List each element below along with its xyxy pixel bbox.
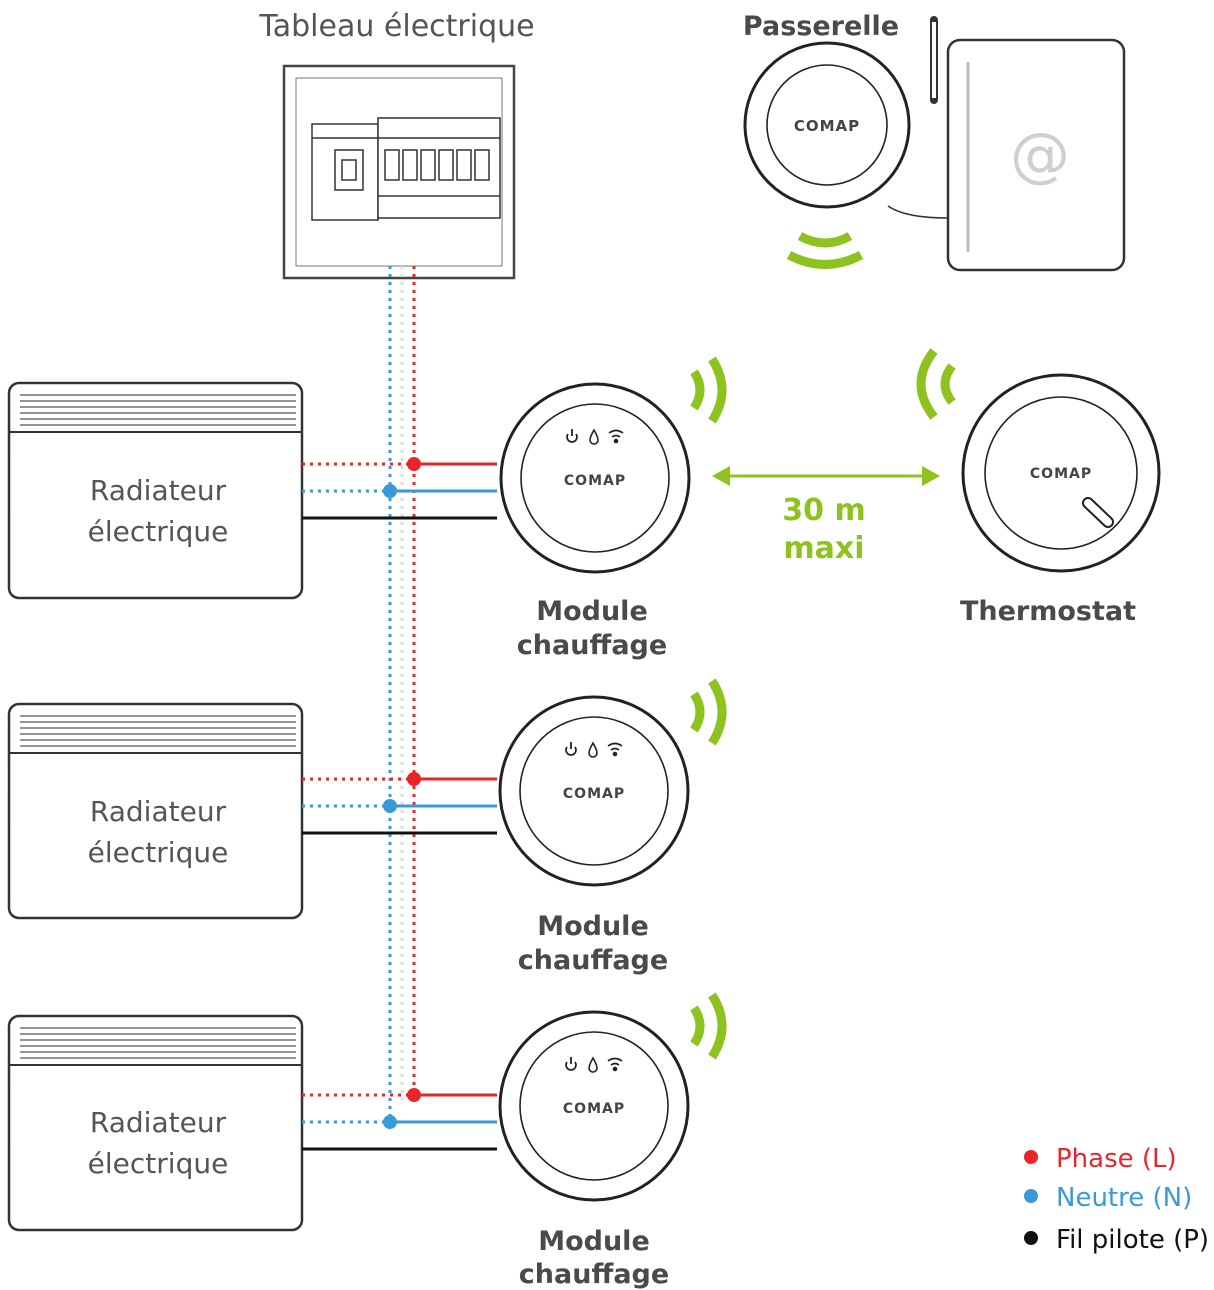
radiator-label: électrique	[88, 1147, 229, 1180]
panel-label: Tableau électrique	[258, 9, 534, 44]
heating-module: COMAP Module chauffage	[499, 356, 727, 661]
module-label: Module	[537, 911, 649, 942]
wifi-icon	[608, 429, 624, 444]
wireless-signal-icon	[690, 356, 727, 424]
wireless-signal-icon	[916, 348, 956, 420]
neutre-junction	[383, 1115, 397, 1129]
radiator-label: Radiateur	[90, 1106, 227, 1139]
legend-phase-label: Phase (L)	[1056, 1144, 1177, 1174]
dial-knob-icon	[1082, 497, 1114, 528]
module-label: chauffage	[517, 630, 667, 661]
phase-junction	[407, 457, 421, 471]
module-brand: COMAP	[563, 786, 625, 802]
phase-junction	[407, 772, 421, 786]
gateway: Passerelle COMAP	[743, 11, 911, 269]
drop-icon	[588, 741, 598, 758]
neutre-legend-dot	[1024, 1189, 1038, 1203]
wiring-row	[302, 1088, 497, 1151]
drop-icon	[588, 1056, 598, 1073]
legend-neutre-label: Neutre (N)	[1056, 1183, 1192, 1213]
neutre-junction	[383, 484, 397, 498]
module-brand: COMAP	[564, 473, 626, 489]
power-icon	[565, 742, 577, 756]
range-label: maxi	[783, 531, 864, 566]
breaker-row-icon	[311, 117, 501, 221]
module-label: Module	[538, 1226, 650, 1257]
module-label: chauffage	[519, 1259, 669, 1290]
module-label: Module	[536, 596, 648, 627]
gateway-brand: COMAP	[794, 117, 860, 135]
supply-wires	[388, 266, 416, 1122]
radiator: Radiateur électrique	[7, 381, 304, 600]
drop-icon	[589, 428, 599, 445]
module-brand: COMAP	[563, 1101, 625, 1117]
router: @	[887, 16, 1126, 272]
wifi-icon	[607, 742, 623, 757]
phase-legend-dot	[1024, 1150, 1038, 1164]
power-icon	[565, 1057, 577, 1071]
wireless-signal-icon	[690, 678, 727, 746]
power-icon	[566, 429, 578, 443]
pilot-legend-dot	[1024, 1231, 1038, 1245]
wiring-row	[302, 772, 497, 835]
module-label: chauffage	[518, 945, 668, 976]
legend: Phase (L) Neutre (N) Fil pilote (P)	[1024, 1144, 1209, 1255]
neutre-junction	[383, 799, 397, 813]
radiator-label: Radiateur	[90, 795, 227, 828]
heating-module: COMAP Module chauffage	[498, 992, 727, 1290]
wifi-icon	[607, 1057, 623, 1072]
wireless-signal-icon	[786, 231, 864, 269]
electrical-panel: Tableau électrique	[258, 9, 535, 280]
heating-module: COMAP Module chauffage	[498, 678, 727, 976]
radiator-label: électrique	[88, 836, 229, 869]
range-label: 30 m	[782, 493, 865, 528]
radiator: Radiateur électrique	[7, 702, 304, 920]
wiring-row	[302, 457, 497, 520]
radiator-label: électrique	[88, 515, 229, 548]
gateway-label: Passerelle	[743, 11, 899, 42]
radiator: Radiateur électrique	[7, 1014, 304, 1232]
legend-pilot-label: Fil pilote (P)	[1056, 1225, 1209, 1255]
thermostat: COMAP Thermostat	[916, 348, 1161, 627]
wireless-signal-icon	[690, 992, 727, 1060]
phase-junction	[407, 1088, 421, 1102]
thermostat-brand: COMAP	[1030, 466, 1092, 482]
at-symbol-icon: @	[1010, 120, 1070, 190]
radiator-label: Radiateur	[90, 474, 227, 507]
range-indicator: 30 m maxi	[712, 466, 940, 566]
thermostat-label: Thermostat	[960, 596, 1136, 627]
